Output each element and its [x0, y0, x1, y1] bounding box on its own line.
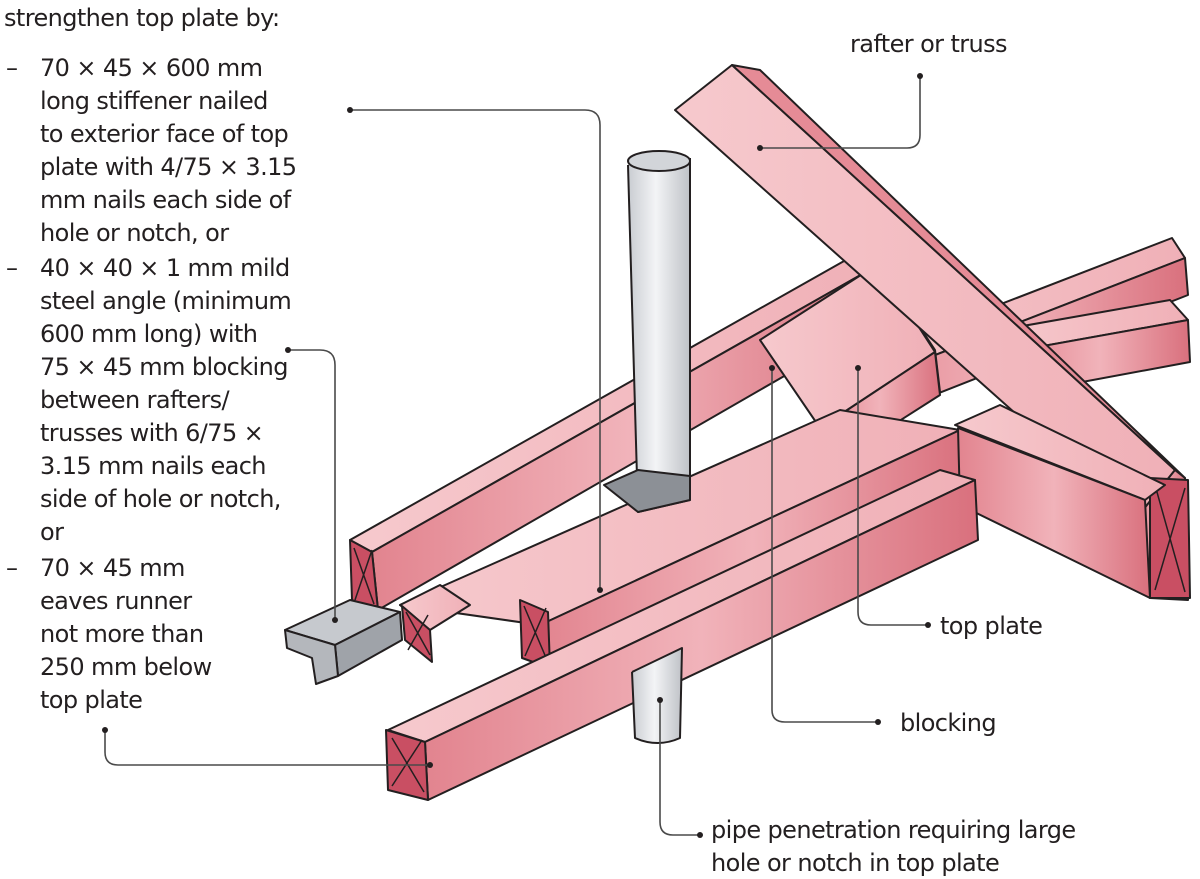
option-2-line: or	[40, 518, 64, 546]
stiffener-stub	[399, 584, 471, 663]
inner-top-plate	[349, 251, 886, 611]
option-1-line: long stiffener nailed	[40, 87, 268, 115]
option-3-line: eaves runner	[40, 587, 192, 615]
label-pipe-line: pipe penetration requiring large	[711, 816, 1076, 844]
leader-pipe	[659, 700, 700, 836]
option-2-line: between rafters/	[40, 386, 230, 414]
leader-eaves-runner	[104, 730, 430, 766]
option-1-bullet: –	[6, 54, 18, 82]
option-2-line: 40 × 40 × 1 mm mild	[40, 254, 290, 282]
steel-angle	[284, 599, 403, 685]
option-2-line: 3.15 mm nails each	[40, 452, 267, 480]
option-2-line: trusses with 6/75 ×	[40, 419, 264, 447]
option-3-line: top plate	[40, 686, 143, 714]
option-1-line: plate with 4/75 × 3.15	[40, 153, 297, 181]
pipe-upper	[603, 150, 691, 513]
option-1-line: to exterior face of top	[40, 120, 289, 148]
label-top-plate: top plate	[940, 612, 1043, 640]
option-2-line: 75 × 45 mm blocking	[40, 353, 288, 381]
label-blocking: blocking	[900, 709, 997, 737]
intro-text: strengthen top plate by:	[4, 4, 280, 32]
option-1-line: hole or notch, or	[40, 219, 229, 247]
leader-top-plate	[857, 368, 928, 626]
leader-stiffener	[350, 109, 601, 590]
option-3-bullet: –	[6, 554, 18, 582]
leader-blocking	[771, 368, 878, 723]
eaves-runner	[385, 469, 979, 801]
option-2-text: 40 × 40 × 1 mm mild steel angle (minimum…	[40, 252, 292, 549]
option-3-line: 250 mm below	[40, 653, 212, 681]
rafter-main	[674, 64, 1191, 601]
option-2-line: side of hole or notch,	[40, 485, 281, 513]
option-3-line: 70 × 45 mm	[40, 554, 185, 582]
option-3-line: not more than	[40, 620, 204, 648]
option-2-line: steel angle (minimum	[40, 287, 292, 315]
leader-dots	[102, 73, 931, 838]
label-pipe-line: hole or notch in top plate	[711, 849, 1000, 877]
option-1-line: 70 × 45 × 600 mm	[40, 54, 263, 82]
option-1-line: mm nails each side of	[40, 186, 291, 214]
leader-steel-angle	[288, 349, 336, 620]
option-2-bullet: –	[6, 254, 18, 282]
label-pipe-penetration: pipe penetration requiring large hole or…	[711, 814, 1076, 879]
leader-rafter	[760, 76, 921, 149]
option-2-line: 600 mm long) with	[40, 320, 258, 348]
label-rafter-or-truss: rafter or truss	[850, 30, 1008, 58]
leader-lines	[104, 76, 928, 836]
option-1-text: 70 × 45 × 600 mm long stiffener nailed t…	[40, 52, 297, 250]
right-plate	[954, 404, 1166, 599]
option-3-text: 70 × 45 mm eaves runner not more than 25…	[40, 552, 212, 717]
